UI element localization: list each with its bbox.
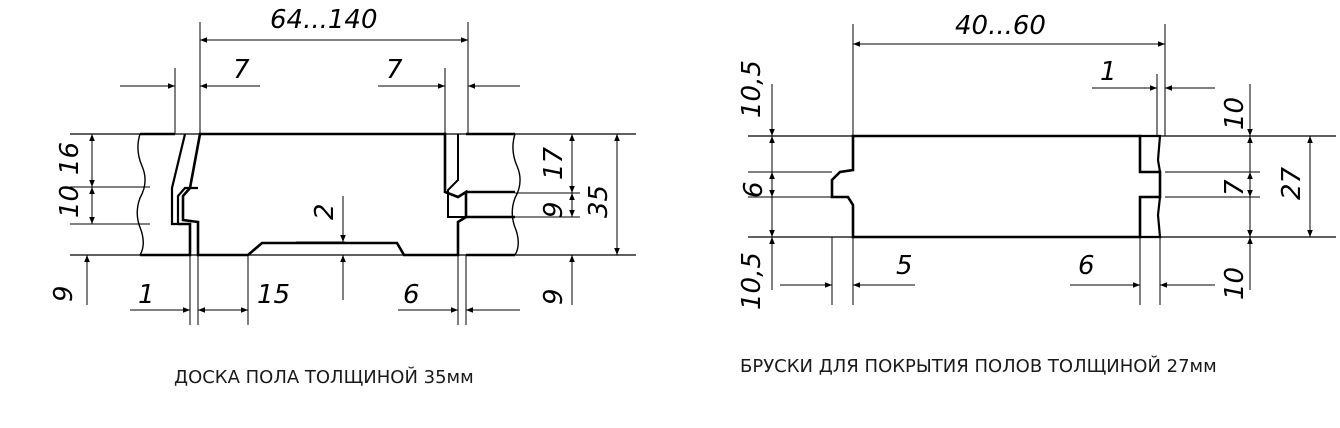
- floor-bars-dimension-labels: 40...60 1 10,5 6 10,5 10 7 27 10 5 6: [737, 11, 1307, 310]
- bars-dim-right-27: 27: [1277, 166, 1307, 200]
- bars-dim-left-6: 6: [739, 181, 769, 198]
- board-profile: [181, 132, 468, 257]
- board-dim-bottom-6: 6: [403, 280, 420, 310]
- bars-dim-right-7: 7: [1220, 179, 1250, 196]
- board-dim-right-9a: 9: [539, 201, 569, 218]
- board-dim-right-9b: 9: [539, 288, 569, 305]
- board-dim-bottom-1: 1: [138, 280, 155, 310]
- board-dim-groove-2: 2: [310, 203, 340, 220]
- board-dim-left-10: 10: [55, 185, 85, 218]
- board-dim-bottom-15: 15: [257, 280, 290, 310]
- floor-board-drawing: [70, 22, 636, 325]
- board-dim-top-right: 7: [386, 55, 403, 85]
- bars-dim-top-1: 1: [1100, 57, 1117, 87]
- bars-dim-left-10-5-top: 10,5: [737, 60, 767, 118]
- bars-dim-width-range: 40...60: [955, 11, 1046, 41]
- floor-bars-drawing: [748, 24, 1336, 305]
- bars-dim-right-10-top: 10: [1220, 97, 1250, 130]
- bars-dim-bottom-6: 6: [1078, 251, 1095, 281]
- bars-dim-left-10-5-bottom: 10,5: [737, 252, 767, 310]
- board-caption: ДОСКА ПОЛА ТОЛЩИНОЙ 35мм: [174, 367, 474, 388]
- board-dim-width-range: 64...140: [270, 5, 378, 35]
- bars-caption: БРУСКИ ДЛЯ ПОКРЫТИЯ ПОЛОВ ТОЛЩИНОЙ 27мм: [740, 356, 1217, 377]
- board-dim-left-16: 16: [55, 142, 85, 175]
- bars-dim-bottom-5: 5: [896, 251, 913, 281]
- floor-board-dimension-labels: 64...140 7 7 16 10 9 17 9 35 9 2 1 15 6: [49, 5, 614, 310]
- board-dim-left-9: 9: [49, 285, 79, 302]
- bars-dim-right-10-bottom: 10: [1220, 267, 1250, 300]
- board-dim-right-17: 17: [539, 146, 569, 180]
- board-dim-top-left: 7: [233, 55, 250, 85]
- bar-profile: [830, 134, 1162, 239]
- board-dim-right-35: 35: [584, 185, 614, 218]
